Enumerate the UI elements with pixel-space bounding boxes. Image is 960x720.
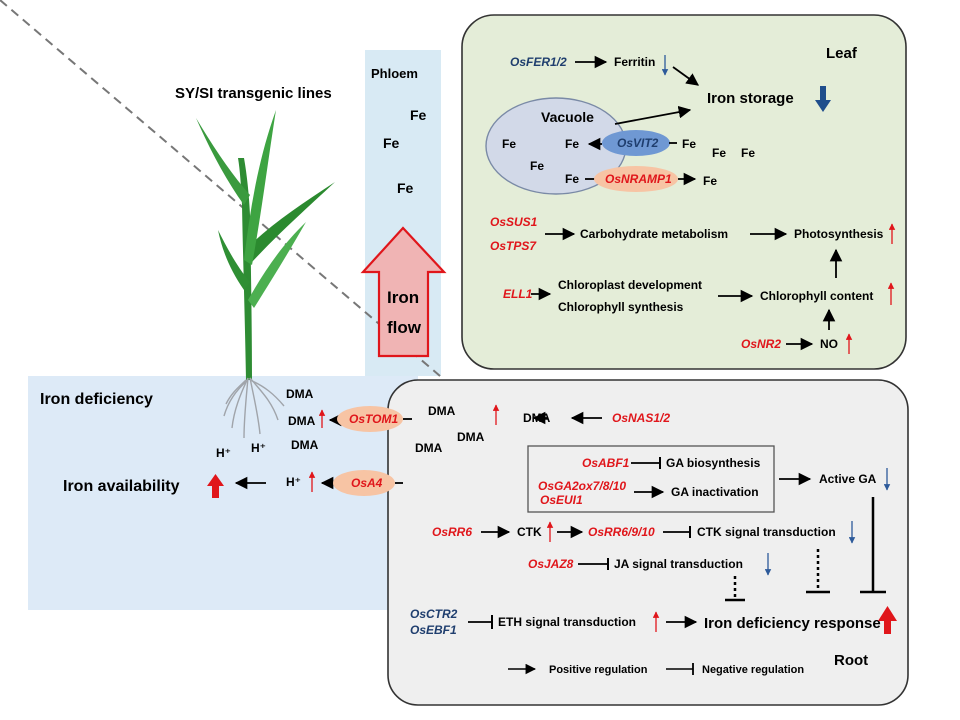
left-dma-2: DMA (288, 414, 316, 428)
root-dma-main: DMA (523, 411, 551, 425)
page-title: SY/SI transgenic lines (175, 85, 332, 102)
legend-positive-label: Positive regulation (549, 664, 648, 676)
nramp1-transporter (594, 166, 678, 192)
iron-flow-arrow (360, 226, 447, 358)
root-dma-2: DMA (457, 430, 485, 444)
iron-availability-label: Iron availability (63, 478, 180, 495)
active-ga-label: Active GA (819, 472, 877, 486)
nas-label: OsNAS1/2 (612, 411, 670, 425)
ga-inactivation-label: GA inactivation (671, 485, 759, 499)
iron-deficiency-label: Iron deficiency (40, 391, 153, 408)
ctk-signal-label: CTK signal transduction (697, 525, 836, 539)
vacuole-fe-1: Fe (502, 137, 516, 151)
ebf1-label: OsEBF1 (410, 623, 457, 637)
eui1-label: OsEUI1 (540, 493, 583, 507)
ell1-label: ELL1 (503, 287, 533, 301)
jaz8-label: OsJAZ8 (528, 557, 574, 571)
root-dma-1: DMA (428, 404, 456, 418)
iron-flow-label-1: Iron (387, 288, 419, 307)
tps7-label: OsTPS7 (490, 239, 537, 253)
a4-label: OsA4 (351, 476, 383, 490)
h-3: H⁺ (286, 475, 301, 489)
chloro-dev-label: Chloroplast development (558, 278, 702, 292)
nramp1-label: OsNRAMP1 (605, 172, 672, 186)
iron-availability-up-arrow (207, 474, 224, 498)
left-dma-3: DMA (291, 438, 319, 452)
ga2ox-label: OsGA2ox7/8/10 (538, 479, 626, 493)
vacuole-fe-4: Fe (565, 172, 579, 186)
ja-signal-label: JA signal transduction (614, 557, 743, 571)
plant-illustration (196, 110, 335, 439)
outside-fe-3: Fe (741, 146, 755, 160)
h-1: H⁺ (216, 446, 231, 460)
rr6-label: OsRR6 (432, 525, 472, 539)
tom1-label: OsTOM1 (349, 412, 398, 426)
root-dma-3: DMA (415, 441, 443, 455)
vit2-label: OsVIT2 (617, 136, 659, 150)
response-up-arrow (878, 606, 897, 634)
vit2-transporter (602, 130, 670, 156)
tom1-transporter (337, 406, 403, 432)
vacuole-fe-3: Fe (530, 159, 544, 173)
ga-biosynthesis-label: GA biosynthesis (666, 456, 761, 470)
ctr2-label: OsCTR2 (410, 607, 458, 621)
nr2-label: OsNR2 (741, 337, 781, 351)
outside-fe-4: Fe (703, 174, 717, 188)
abf1-label: OsABF1 (582, 456, 630, 470)
ga-box (527, 445, 775, 513)
a4-transporter (333, 470, 395, 496)
phloem-fe-3: Fe (397, 180, 414, 196)
iron-def-response-label: Iron deficiency response (704, 615, 881, 632)
phloem-fe-1: Fe (410, 107, 427, 123)
outside-fe-2: Fe (712, 146, 726, 160)
leaf-title: Leaf (826, 45, 858, 62)
vacuole-storage-arrow (614, 105, 692, 125)
outside-fe-1: Fe (682, 137, 696, 151)
chloro-content-label: Chlorophyll content (760, 289, 873, 303)
carb-label: Carbohydrate metabolism (580, 227, 728, 241)
ctk-label: CTK (517, 525, 542, 539)
chloro-syn-label: Chlorophyll synthesis (558, 300, 684, 314)
iron-storage-down-arrow (815, 86, 831, 112)
no-label: NO (820, 337, 838, 351)
vacuole-label: Vacuole (541, 109, 594, 125)
photosynthesis-label: Photosynthesis (794, 227, 884, 241)
root-title: Root (834, 652, 868, 669)
left-dma-1: DMA (286, 387, 314, 401)
ferritin-storage-arrow (672, 66, 700, 86)
rr6910-label: OsRR6/9/10 (588, 525, 655, 539)
iron-storage-label: Iron storage (707, 90, 794, 107)
ferritin-label: Ferritin (614, 55, 655, 69)
phloem-fe-2: Fe (383, 135, 400, 151)
osfer-label: OsFER1/2 (510, 55, 567, 69)
iron-flow-label-2: flow (387, 318, 422, 337)
soil-line (0, 0, 441, 377)
eth-signal-label: ETH signal transduction (498, 615, 636, 629)
root-panel (387, 379, 909, 706)
sus1-label: OsSUS1 (490, 215, 538, 229)
phloem-label: Phloem (371, 66, 418, 81)
h-2: H⁺ (251, 441, 266, 455)
vacuole-fe-2: Fe (565, 137, 579, 151)
legend-negative-label: Negative regulation (702, 664, 804, 676)
